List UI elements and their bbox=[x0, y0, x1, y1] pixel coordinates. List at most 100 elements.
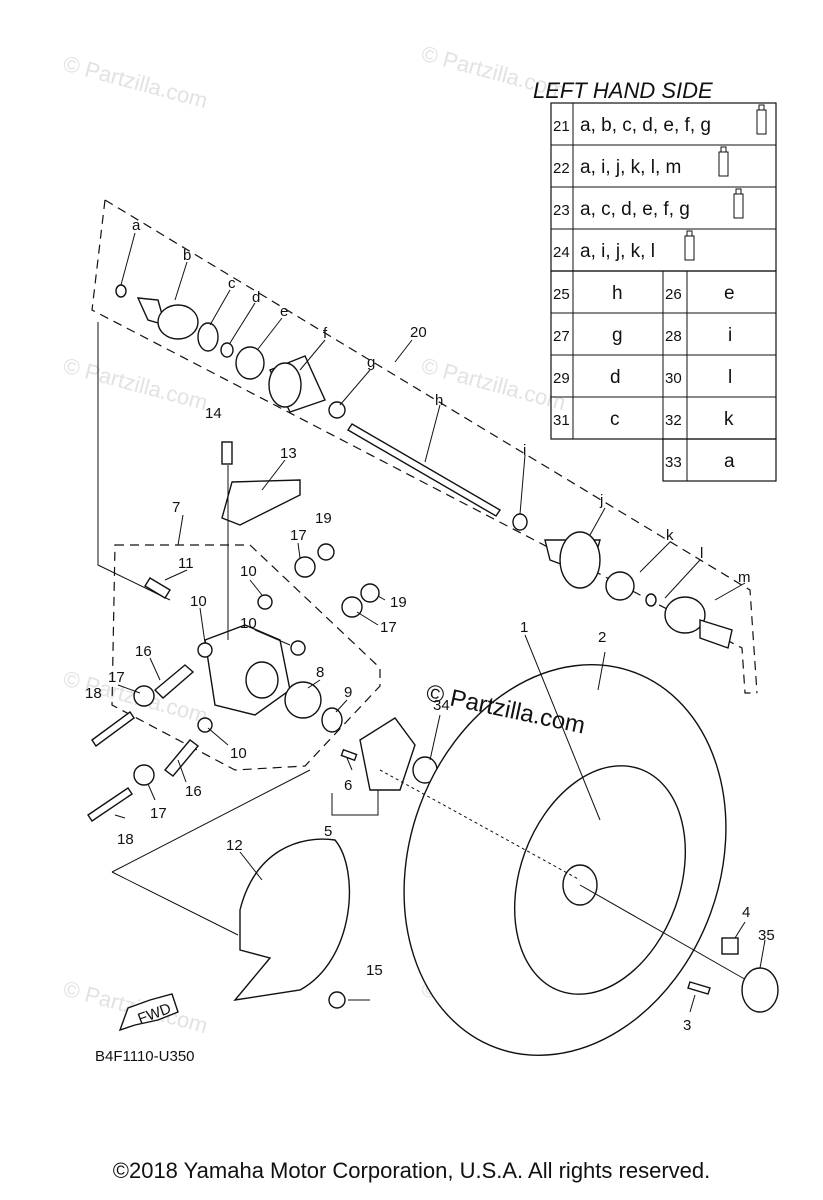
bracket-13 bbox=[221, 479, 301, 526]
boot-j-end bbox=[559, 531, 601, 589]
label-17: 17 bbox=[290, 527, 307, 544]
label-9: 9 bbox=[344, 684, 352, 701]
table-cell-val: h bbox=[612, 283, 623, 304]
label-17: 17 bbox=[108, 669, 125, 686]
table-row-text: a, i, j, k, l bbox=[580, 241, 655, 262]
knuckle-parts bbox=[87, 441, 380, 822]
band-e bbox=[235, 346, 265, 380]
label-h: h bbox=[435, 392, 443, 409]
wheel-parts bbox=[233, 664, 779, 1056]
bolt-14 bbox=[221, 441, 233, 465]
collar-16 bbox=[163, 739, 200, 777]
copyright-footer: ©2018 Yamaha Motor Corporation, U.S.A. A… bbox=[112, 1158, 711, 1183]
table-cell-num: 28 bbox=[665, 328, 682, 345]
table-cell-num: 25 bbox=[553, 286, 570, 303]
cv-joint-m bbox=[664, 596, 706, 634]
label-b: b bbox=[183, 247, 191, 264]
axle-line bbox=[379, 769, 581, 881]
table-cell-num: 31 bbox=[553, 412, 570, 429]
label-18: 18 bbox=[85, 685, 102, 702]
bearing-8 bbox=[284, 681, 322, 719]
bushing-17 bbox=[133, 764, 155, 786]
table-cell-val: c bbox=[610, 409, 620, 430]
label-3: 3 bbox=[683, 1017, 691, 1034]
label-c: c bbox=[228, 275, 236, 292]
boot-f-end bbox=[268, 362, 302, 408]
part-labels: a b c d e f g h i j k l m 20 14 13 7 17 … bbox=[85, 217, 775, 1034]
table-cell-num: 26 bbox=[665, 286, 682, 303]
knuckle bbox=[204, 624, 291, 716]
table-cell-num: 29 bbox=[553, 370, 570, 387]
washer-10 bbox=[197, 642, 213, 658]
band-i bbox=[512, 513, 528, 531]
label-7: 7 bbox=[172, 499, 180, 516]
drive-shaft-parts bbox=[115, 284, 733, 649]
bolt-15 bbox=[328, 991, 346, 1009]
hub-5 bbox=[359, 717, 416, 791]
circlip-9 bbox=[321, 707, 343, 733]
label-17: 17 bbox=[380, 619, 397, 636]
label-5: 5 bbox=[324, 823, 332, 840]
bolt-18 bbox=[87, 787, 133, 822]
label-1: 1 bbox=[520, 619, 528, 636]
label-4: 4 bbox=[742, 904, 750, 921]
label-10: 10 bbox=[190, 593, 207, 610]
table-row-num: 23 bbox=[553, 202, 570, 219]
grease-tube-icon bbox=[718, 146, 729, 177]
assembly-bracket bbox=[111, 769, 311, 873]
label-35: 35 bbox=[758, 927, 775, 944]
label-i: i bbox=[523, 442, 526, 459]
label-19: 19 bbox=[390, 594, 407, 611]
washer-10 bbox=[257, 594, 273, 610]
label-e: e bbox=[280, 303, 288, 320]
label-14: 14 bbox=[205, 405, 222, 422]
label-12: 12 bbox=[226, 837, 243, 854]
table-cell-num: 27 bbox=[553, 328, 570, 345]
grease-tube-icon bbox=[756, 104, 767, 135]
table-row-num: 24 bbox=[553, 244, 570, 261]
shaft-h bbox=[347, 423, 501, 517]
label-f: f bbox=[323, 325, 328, 342]
label-16: 16 bbox=[135, 643, 152, 660]
band-k bbox=[605, 571, 635, 601]
label-10: 10 bbox=[230, 745, 247, 762]
table-cell-val: a bbox=[724, 451, 735, 472]
label-10: 10 bbox=[240, 563, 257, 580]
parts-table: LEFT HAND SIDE 21 a, b, c, d, e, f, g 22… bbox=[533, 78, 777, 482]
bushing-17 bbox=[341, 596, 363, 618]
label-m: m bbox=[738, 569, 751, 586]
nut-4 bbox=[721, 937, 739, 955]
label-2: 2 bbox=[598, 629, 606, 646]
label-11: 11 bbox=[178, 555, 194, 572]
label-j: j bbox=[599, 492, 603, 509]
table-row-text: a, b, c, d, e, f, g bbox=[580, 115, 711, 136]
label-19: 19 bbox=[315, 510, 332, 527]
axle-line bbox=[579, 884, 756, 986]
table-cell-val: l bbox=[728, 367, 732, 388]
wheel-1 bbox=[513, 765, 687, 995]
band-g bbox=[328, 401, 346, 419]
table-cell-val: i bbox=[728, 325, 732, 346]
drive-shaft-outline-top bbox=[104, 199, 758, 694]
drive-shaft-outline bbox=[91, 199, 757, 694]
label-34: 34 bbox=[433, 697, 450, 714]
cap-35 bbox=[741, 967, 779, 1013]
brake-disc-12 bbox=[233, 838, 351, 1001]
table-row-num: 22 bbox=[553, 160, 570, 177]
stud-6 bbox=[340, 748, 358, 762]
valve-3 bbox=[687, 981, 711, 995]
grease-tube-icon bbox=[684, 230, 695, 261]
label-13: 13 bbox=[280, 445, 297, 462]
table-title: LEFT HAND SIDE bbox=[533, 78, 713, 103]
knuckle-bore bbox=[245, 661, 279, 699]
table-cell-val: g bbox=[612, 325, 623, 346]
label-17: 17 bbox=[150, 805, 167, 822]
table-cell-val: e bbox=[724, 283, 735, 304]
watermark: © Partzilla.com bbox=[61, 51, 211, 114]
bushing-17 bbox=[294, 556, 316, 578]
label-a: a bbox=[132, 217, 141, 234]
ring-c bbox=[197, 322, 219, 352]
label-g: g bbox=[367, 354, 375, 371]
label-k: k bbox=[666, 527, 674, 544]
